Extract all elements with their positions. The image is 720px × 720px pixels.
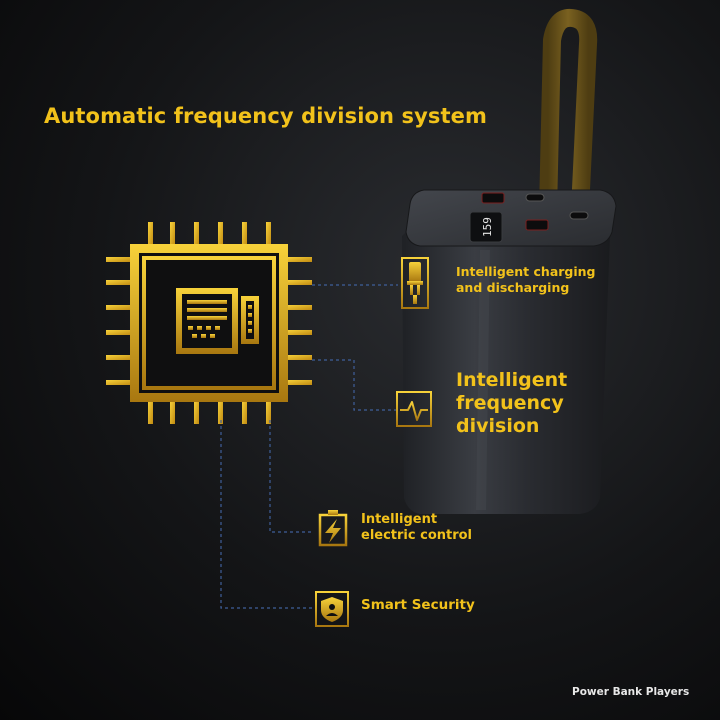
device-body <box>402 226 610 514</box>
connector-line <box>269 420 314 533</box>
feature-line: Smart Security <box>361 597 475 613</box>
device-top-face <box>405 189 617 247</box>
chip-pin <box>242 400 247 424</box>
chip-pin <box>106 257 132 262</box>
feature-charging-label: Intelligent charging and discharging <box>456 264 596 296</box>
feature-line: frequency <box>456 392 564 414</box>
chip-pin <box>148 222 153 246</box>
chip-pin <box>286 355 312 360</box>
chip-pin <box>106 380 132 385</box>
watermark: Power Bank Players <box>572 686 690 698</box>
feature-line: division <box>456 415 540 437</box>
device-display-readout: 159 <box>481 217 494 237</box>
plug-icon <box>401 257 429 309</box>
waveform-icon <box>396 391 432 427</box>
chip-pin <box>286 280 312 285</box>
chip-pin <box>286 305 312 310</box>
battery-bolt-icon <box>318 510 348 547</box>
feature-line: Intelligent <box>361 512 438 527</box>
chip-pin <box>218 400 223 424</box>
chip-pin <box>194 400 199 424</box>
feature-security-label: Smart Security <box>361 597 475 613</box>
shield-user-icon <box>315 591 349 627</box>
feature-line: electric control <box>361 528 473 543</box>
chip-pin <box>148 400 153 424</box>
chip-pin <box>286 330 312 335</box>
device-strap <box>539 8 598 219</box>
usb-c-port <box>525 193 545 202</box>
connector-line <box>220 420 314 609</box>
chip-pin <box>170 222 175 246</box>
page-title: Automatic frequency division system <box>44 104 487 128</box>
chip-pin <box>106 330 132 335</box>
feature-line: Intelligent charging <box>456 264 596 279</box>
chip-pin <box>286 380 312 385</box>
feature-electric-control-label: Intelligent electric control <box>361 512 472 544</box>
chip-pin <box>266 222 271 246</box>
chip-pin <box>106 305 132 310</box>
chip-pin <box>170 400 175 424</box>
chip-pin <box>266 400 271 424</box>
chip-pin <box>218 222 223 246</box>
chip-pin <box>242 222 247 246</box>
chip-icon <box>106 222 312 424</box>
chip-pin <box>194 222 199 246</box>
connector-line <box>312 359 398 411</box>
feature-frequency-label: Intelligent frequency division <box>456 369 567 438</box>
usb-c-port <box>569 211 589 220</box>
chip-pin <box>286 257 312 262</box>
chip-pin <box>106 355 132 360</box>
feature-line: and discharging <box>456 280 570 295</box>
feature-line: Intelligent <box>456 369 568 391</box>
usb-port <box>481 192 505 204</box>
usb-port <box>525 219 549 231</box>
device-display <box>469 211 503 243</box>
connector-lines <box>220 284 398 609</box>
chip-pin <box>106 280 132 285</box>
power-bank-device <box>402 8 617 514</box>
